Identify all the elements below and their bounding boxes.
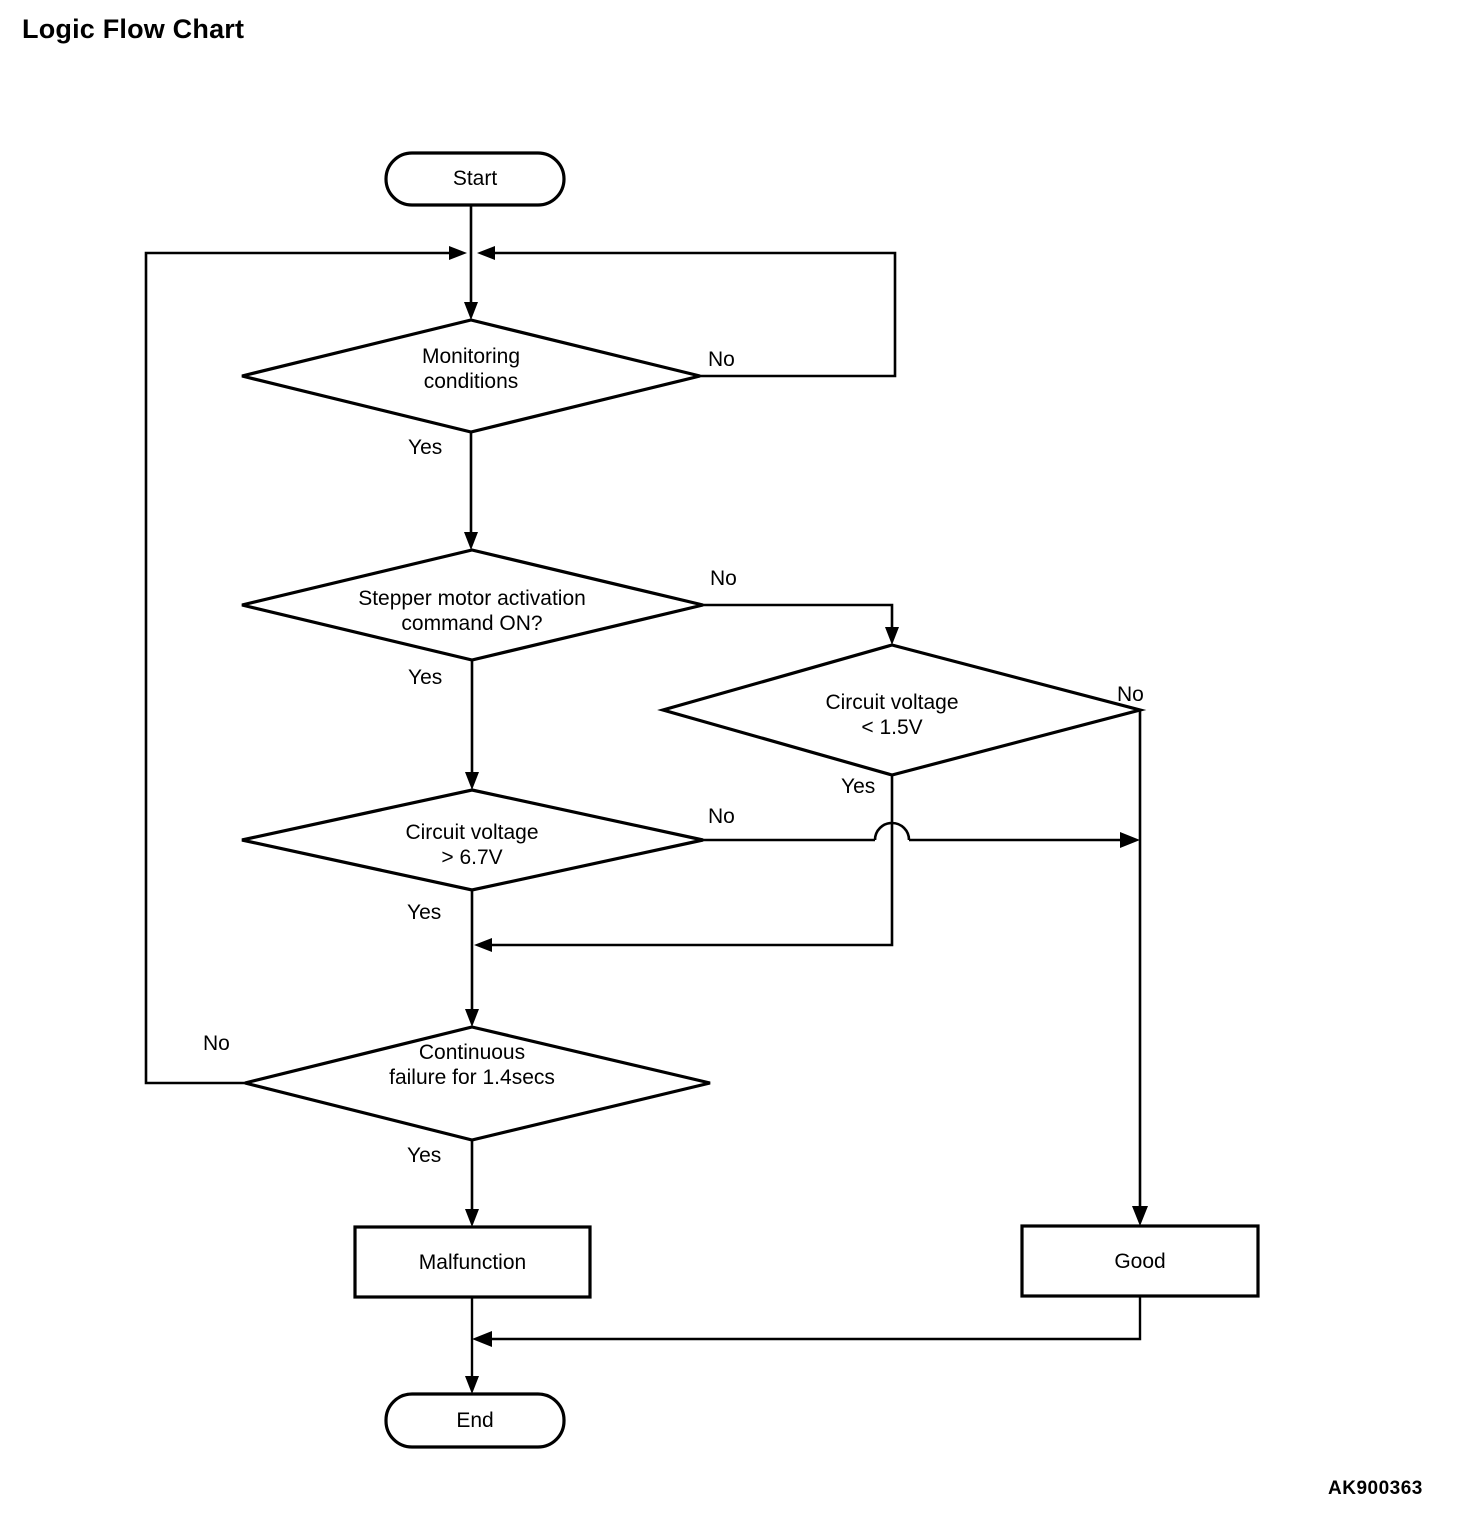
good-box-shape: [1020, 1224, 1260, 1298]
end-terminator-shape: [384, 1392, 566, 1449]
edge-voltage-high-yes-to-continuous: [465, 890, 479, 1027]
edge-monitoring-yes-to-stepper: [464, 432, 478, 550]
circuit-voltage-low-diamond-shape: [657, 643, 1147, 777]
edge-start-to-monitoring: [464, 205, 478, 320]
page-title: Logic Flow Chart: [22, 14, 245, 44]
monitoring-conditions-diamond-shape: [241, 318, 701, 434]
edge-stepper-yes-to-voltage-high: [465, 660, 479, 790]
stepper-motor-diamond-shape: [241, 548, 704, 662]
circuit-voltage-high-diamond-shape: [241, 788, 704, 892]
edge-voltage-low-yes-to-trunk: [474, 775, 894, 952]
edge-monitoring-no-loopback: [477, 246, 897, 378]
continuous-failure-diamond-shape: [244, 1025, 711, 1142]
edge-voltage-low-no-to-good: [1132, 710, 1148, 1226]
edge-malfunction-to-end: [465, 1297, 479, 1394]
figure-code: AK900363: [1328, 1478, 1423, 1499]
edge-continuous-yes-to-malfunction: [465, 1140, 479, 1227]
malfunction-box-shape: [353, 1225, 592, 1299]
start-terminator-shape: [384, 151, 566, 207]
edge-continuous-no-loopback: [144, 246, 467, 1085]
edge-stepper-no-to-voltage-low: [703, 603, 899, 645]
edge-good-to-end-trunk: [472, 1296, 1142, 1347]
edge-voltage-high-no-to-good-rail: [703, 821, 1140, 848]
